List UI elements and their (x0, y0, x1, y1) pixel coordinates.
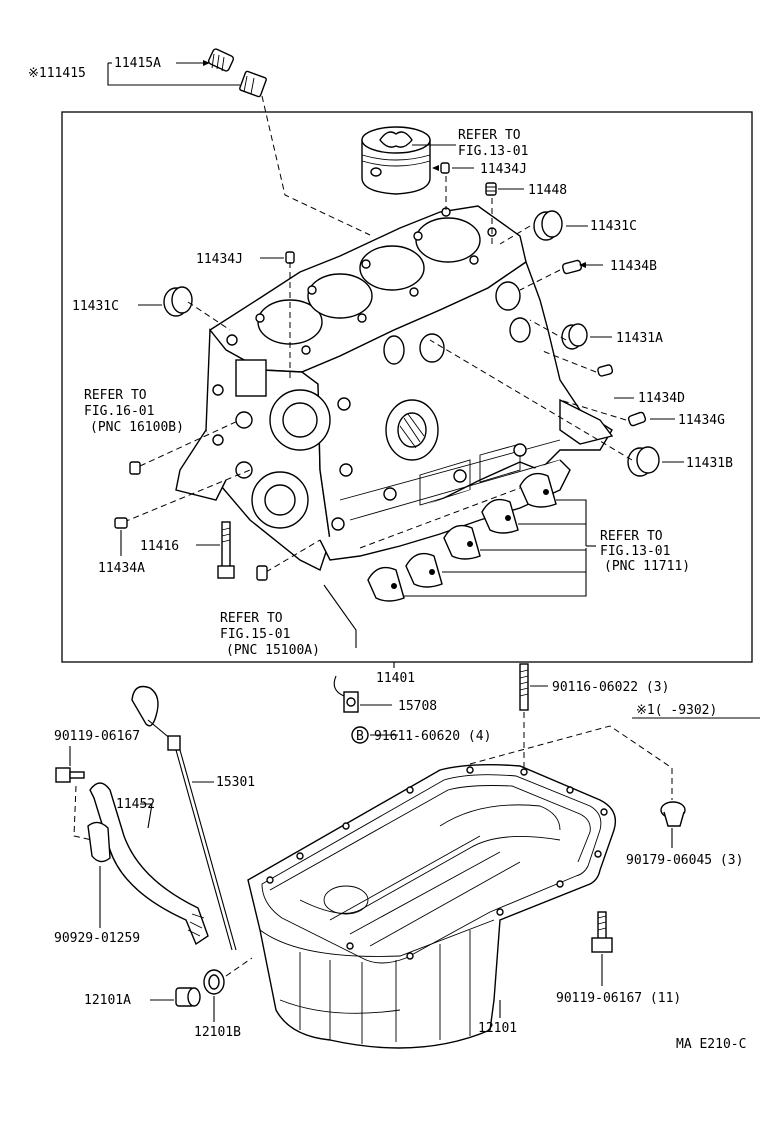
bolt-90119-bottom-icon (591, 911, 613, 953)
label-11434b: 11434B (610, 259, 657, 274)
label-11416: 11416 (140, 539, 179, 554)
label-refer-bearing-2: FIG.13-01 (600, 544, 670, 559)
dipstick-15301-icon (131, 685, 237, 951)
drain-plug-12101a-icon (175, 987, 201, 1007)
label-date-range: ※1( -9302) (636, 703, 717, 718)
pin-11434j-left-icon (285, 251, 295, 264)
circle-b-label: B (356, 729, 364, 744)
label-11401: 11401 (376, 671, 415, 686)
label-12101b: 12101B (194, 1025, 241, 1040)
label-12101: 12101 (478, 1021, 517, 1036)
pin-11434b-icon (561, 259, 583, 275)
pin-16100b-icon (129, 461, 141, 475)
label-91611: 91611-60620 (4) (374, 729, 491, 744)
label-11434j-left: 11434J (196, 252, 243, 267)
bolt-90119-top-icon (55, 767, 85, 783)
label-15301: 15301 (216, 775, 255, 790)
label-refer-15-2: FIG.15-01 (220, 627, 290, 642)
label-11434j-top: 11434J (480, 162, 527, 177)
label-11431b: 11431B (686, 456, 733, 471)
plug-11431c-right-icon (533, 210, 563, 241)
label-15708: 15708 (398, 699, 437, 714)
label-refer-16-2: FIG.16-01 (84, 404, 154, 419)
label-11431a: 11431A (616, 331, 663, 346)
label-refer-16-3: (PNC 16100B) (90, 420, 184, 435)
plug-90179-icon (660, 801, 686, 827)
plug-11431b-icon (627, 446, 660, 477)
guide-tube-11452-icon (87, 782, 209, 946)
label-90116: 90116-06022 (3) (552, 680, 669, 695)
label-90119-top: 90119-06167 (54, 729, 140, 744)
pin-11434a-icon (114, 517, 128, 529)
label-refer-15-3: (PNC 15100A) (226, 643, 320, 658)
label-11415a: 11415A (114, 56, 161, 71)
label-11434d: 11434D (638, 391, 685, 406)
crankshaft-bearings-icon (367, 472, 557, 602)
label-refer-15-1: REFER TO (220, 611, 283, 626)
piston-icon (361, 126, 431, 195)
part-111415-group (107, 48, 371, 236)
plug-111415-icon (239, 70, 267, 98)
oil-pan-12101-icon (247, 763, 617, 1049)
label-refer-bearing-3: (PNC 11711) (604, 559, 690, 574)
part-11448-icon (485, 182, 497, 196)
label-11434g: 11434G (678, 413, 725, 428)
label-11431c-right: 11431C (590, 219, 637, 234)
label-refer-bearing-1: REFER TO (600, 529, 663, 544)
label-90929: 90929-01259 (54, 931, 140, 946)
label-12101a: 12101A (84, 993, 131, 1008)
label-11448: 11448 (528, 183, 567, 198)
label-11431c-left: 11431C (72, 299, 119, 314)
cylinder-block-frame (61, 111, 753, 663)
plug-11431c-left-icon (163, 286, 193, 317)
pin-11434d-icon (597, 364, 614, 377)
label-refer-piston-1: REFER TO (458, 128, 521, 143)
pin-15100a-icon (256, 565, 268, 581)
label-11452: 11452 (116, 797, 155, 812)
label-refer-piston-2: FIG.13-01 (458, 144, 528, 159)
circle-b-marker (351, 726, 369, 744)
label-90119-bottom: 90119-06167 (11) (556, 991, 681, 1006)
bolt-11416-icon (217, 521, 235, 579)
pin-11434j-top-icon (440, 162, 450, 174)
label-11434a: 11434A (98, 561, 145, 576)
pin-11434g-icon (627, 411, 647, 427)
plug-11431a-icon (561, 323, 588, 350)
label-refer-16-1: REFER TO (84, 388, 147, 403)
stud-90116-icon (519, 663, 529, 711)
plug-11415a-icon (207, 48, 235, 72)
label-111415: ※111415 (28, 66, 86, 81)
cylinder-block-icon (175, 205, 614, 571)
sensor-15708-icon (333, 675, 359, 713)
label-90179: 90179-06045 (3) (626, 853, 743, 868)
diagram-code: MA E210-C (676, 1037, 746, 1052)
gasket-12101b-icon (203, 969, 225, 995)
